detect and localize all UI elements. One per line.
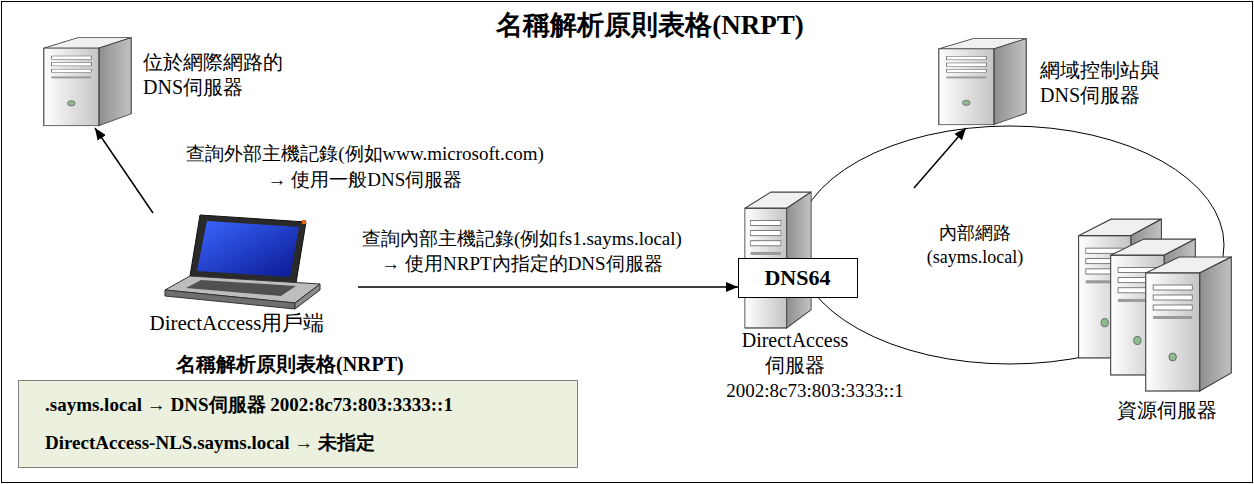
client-laptop: DirectAccess用戶端 — [118, 213, 358, 338]
network-label: 內部網路 (sayms.local) — [926, 221, 1025, 269]
server-label: 網域控制站與 DNS伺服器 — [1040, 58, 1162, 108]
ip-address: 2002:8c73:803:3333::1 — [726, 378, 903, 403]
server-icon — [44, 38, 131, 126]
server-icon — [1146, 257, 1232, 391]
text-slot: 名稱解析原則表格(NRPT) — [176, 352, 404, 377]
text-slot: 查詢外部主機記錄(例如www.microsoft.com) → 使用一般DNS伺… — [185, 141, 545, 193]
laptop-lid — [190, 215, 306, 283]
laptop-screen — [197, 221, 299, 277]
dns-server: 位於網際網路的 DNS伺服器 — [38, 33, 318, 128]
laptop-icon — [165, 215, 320, 309]
dns64-box: DNS64 — [738, 258, 858, 298]
connector-arrow — [95, 128, 153, 213]
text-slot: 內部網路 (sayms.local) — [926, 221, 1025, 269]
nrpt-table: 名稱解析原則表格(NRPT).sayms.local → DNS伺服器 2002… — [18, 380, 578, 468]
text-slot: 網域控制站與 DNS伺服器 — [1040, 58, 1162, 108]
resource-servers: 資源伺服器 — [1072, 213, 1242, 423]
laptop-edge — [295, 284, 320, 309]
client-label: DirectAccess用戶端 — [150, 310, 325, 336]
server-label: 位於網際網路的 DNS伺服器 — [143, 50, 285, 100]
edge-label: 查詢外部主機記錄(例如www.microsoft.com) → 使用一般DNS伺… — [185, 141, 545, 193]
text-slot: DirectAccess用戶端 — [150, 310, 325, 336]
text-slot: DNS64 — [764, 265, 830, 291]
edge-label: 查詢內部主機記錄(例如fs1.sayms.local) → 使用NRPT內指定的… — [361, 226, 683, 276]
table-row: .sayms.local → DNS伺服器 2002:8c73:803:3333… — [45, 392, 453, 417]
text-slot: 資源伺服器 — [1117, 398, 1217, 423]
text-slot: .sayms.local → DNS伺服器 2002:8c73:803:3333… — [45, 392, 453, 417]
laptop-keyboard — [186, 280, 296, 296]
table-row: DirectAccess-NLS.sayms.local → 未指定 — [45, 430, 375, 455]
server-label: 資源伺服器 — [1117, 398, 1217, 423]
connector-arrow — [358, 286, 738, 288]
text-slot: 名稱解析原則表格(NRPT) — [496, 9, 803, 41]
diagram-title: 名稱解析原則表格(NRPT) — [496, 9, 803, 41]
table-heading: 名稱解析原則表格(NRPT) — [176, 352, 404, 377]
domain-controller: 網域控制站與 DNS伺服器 — [933, 36, 1195, 128]
text-slot: DirectAccess 伺服器 — [741, 328, 850, 378]
server-label: DirectAccess 伺服器 — [741, 328, 850, 378]
text-slot: 查詢內部主機記錄(例如fs1.sayms.local) → 使用NRPT內指定的… — [361, 226, 683, 276]
text-slot: 位於網際網路的 DNS伺服器 — [143, 50, 285, 100]
directaccess-server: DirectAccess 伺服器2002:8c73:803:3333::1 DNS… — [688, 188, 942, 404]
laptop-light — [302, 220, 306, 224]
text-slot: DirectAccess-NLS.sayms.local → 未指定 — [45, 430, 375, 455]
server-icon — [939, 39, 1026, 125]
box-label: DNS64 — [764, 265, 830, 291]
text-slot: 2002:8c73:803:3333::1 — [726, 378, 903, 403]
